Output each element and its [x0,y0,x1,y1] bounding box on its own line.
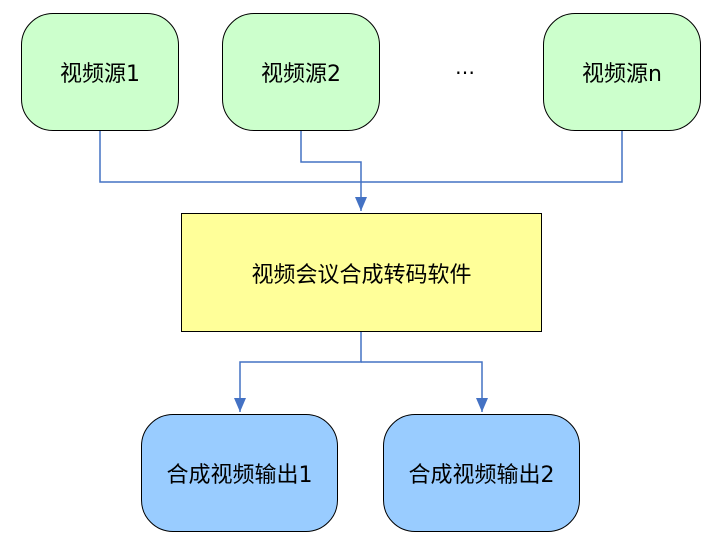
video-source-2-label: 视频源2 [261,62,341,87]
video-source-1: 视频源1 [21,13,179,131]
composite-output-1: 合成视频输出1 [141,414,338,532]
connector-source-1 [99,131,361,183]
transcoding-software: 视频会议合成转码软件 [181,213,542,332]
video-source-1-label: 视频源1 [60,62,140,87]
connector-source-2 [300,131,367,211]
connector-output-2 [361,361,488,412]
composite-output-2: 合成视频输出2 [383,414,580,532]
video-source-2: 视频源2 [222,13,380,131]
connector-source-n [361,131,623,183]
video-source-n-label: 视频源n [582,62,662,87]
connector-output-1 [234,332,362,412]
ellipsis: … [455,55,475,79]
composite-output-1-label: 合成视频输出1 [166,463,313,488]
composite-output-2-label: 合成视频输出2 [408,463,555,488]
video-source-n: 视频源n [543,13,701,131]
transcoding-software-label: 视频会议合成转码软件 [251,262,472,288]
